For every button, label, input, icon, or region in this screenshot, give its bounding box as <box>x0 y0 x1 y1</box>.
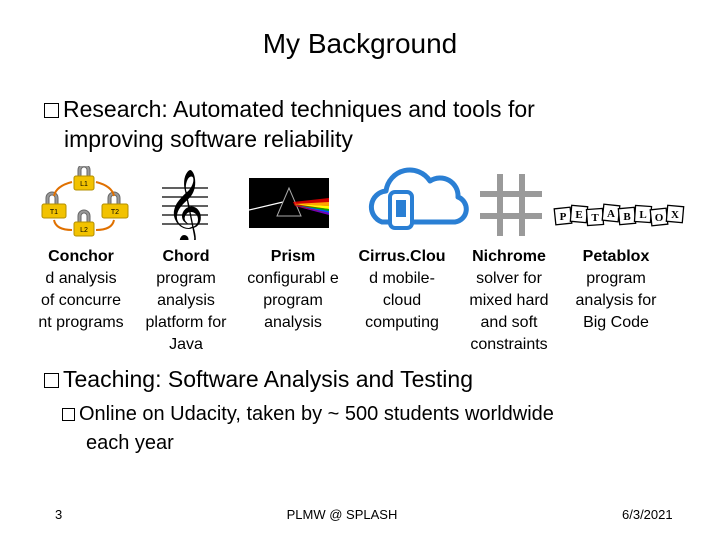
footer-page-number: 3 <box>55 507 63 522</box>
bullet-research: Research: Automated techniques and tools… <box>44 94 684 154</box>
sub-bullet-online-text: Online on Udacity, taken by ~ 500 studen… <box>79 403 554 425</box>
lock-label: T1 <box>50 209 58 216</box>
alphabet-blocks-icon: P E T A B L O X <box>553 203 685 227</box>
lock-label: T2 <box>111 209 119 216</box>
bullet-box-icon <box>44 373 59 389</box>
block-letter: B <box>623 211 631 223</box>
project-name: Nichrome <box>472 248 546 265</box>
project-desc: configurabl e program analysis <box>247 270 339 331</box>
project-conchord: Conchor d analysis of concurre nt progra… <box>38 246 124 334</box>
project-name: Conchor <box>48 248 114 265</box>
bullet-research-cont: improving software reliability <box>64 126 353 152</box>
block-letter: O <box>655 212 664 224</box>
project-name: Petablox <box>582 248 650 265</box>
block-letter: T <box>591 212 599 224</box>
block-letter: P <box>560 211 567 223</box>
project-desc: program analysis for Big Code <box>575 270 657 331</box>
sub-bullet-online: Online on Udacity, taken by ~ 500 studen… <box>62 400 682 458</box>
block-letter: L <box>639 209 646 221</box>
block-letter: A <box>607 208 615 220</box>
lock-label: L2 <box>80 227 88 234</box>
bullet-teaching-text: Teaching: Software Analysis and Testing <box>63 366 473 392</box>
project-name: Cirrus.Clou <box>358 248 446 265</box>
project-petablox: Petablox program analysis for Big Code <box>566 246 666 334</box>
sub-bullet-online-cont: each year <box>86 432 174 454</box>
project-chord: Chord program analysis platform for Java <box>144 246 228 356</box>
project-prism: Prism configurabl e program analysis <box>244 246 342 334</box>
project-desc: solver for mixed hard and soft constrain… <box>469 270 549 353</box>
project-desc: program analysis platform for Java <box>145 270 227 353</box>
project-name: Chord <box>162 248 210 265</box>
lock-cycle-icon: L1 T1 T2 L2 <box>41 166 129 237</box>
footer-date: 6/3/2021 <box>622 507 673 522</box>
project-cirrus: Cirrus.Clou d mobile- cloud computing <box>352 246 452 334</box>
prism-icon <box>249 178 329 228</box>
project-desc: d analysis of concurre nt programs <box>38 270 124 331</box>
cloud-phone-icon <box>368 167 469 230</box>
hash-icon <box>480 174 542 236</box>
block-letter: E <box>575 209 582 221</box>
project-name: Prism <box>270 248 316 265</box>
bullet-research-text: Research: Automated techniques and tools… <box>63 96 535 122</box>
svg-text:𝄞: 𝄞 <box>166 170 204 240</box>
lock-label: L1 <box>80 181 88 188</box>
project-desc: d mobile- cloud computing <box>365 270 439 331</box>
bullet-box-icon <box>62 408 75 422</box>
bullet-box-icon <box>44 103 59 119</box>
block-letter: X <box>671 209 679 221</box>
footer-venue: PLMW @ SPLASH <box>286 507 398 522</box>
slide-title: My Background <box>262 28 458 59</box>
project-nichrome: Nichrome solver for mixed hard and soft … <box>460 246 558 356</box>
treble-clef-icon: 𝄞 <box>162 170 208 240</box>
bullet-teaching: Teaching: Software Analysis and Testing <box>44 366 473 393</box>
